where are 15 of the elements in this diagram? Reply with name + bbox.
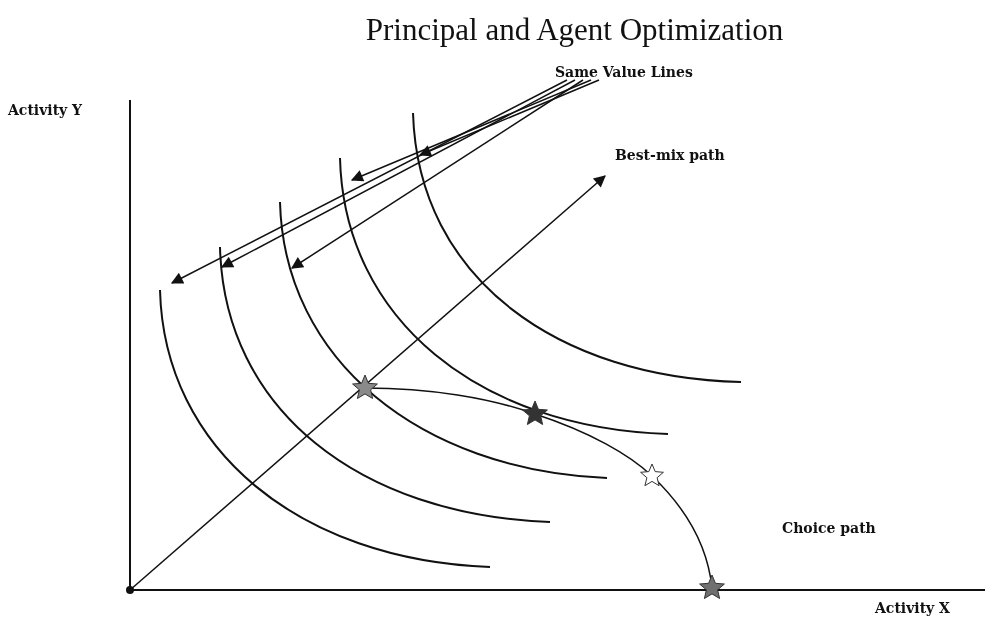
same-value-curve <box>219 246 551 523</box>
leader-line <box>418 79 600 157</box>
same-value-curve <box>159 289 491 568</box>
axis-label: Activity X <box>875 600 950 616</box>
same-value-curve <box>279 201 608 479</box>
leader-line <box>291 79 584 269</box>
leader-line <box>220 79 576 268</box>
path-label: Best-mix path <box>615 147 725 163</box>
same-value-curve <box>412 112 742 383</box>
leader-line <box>170 79 568 284</box>
axis-label: Activity Y <box>8 102 83 118</box>
leader-line <box>350 79 592 182</box>
callout-text: Same Value Lines <box>555 64 693 80</box>
path-label: Choice path <box>782 520 876 536</box>
chart-title: Principal and Agent Optimization <box>364 12 785 48</box>
